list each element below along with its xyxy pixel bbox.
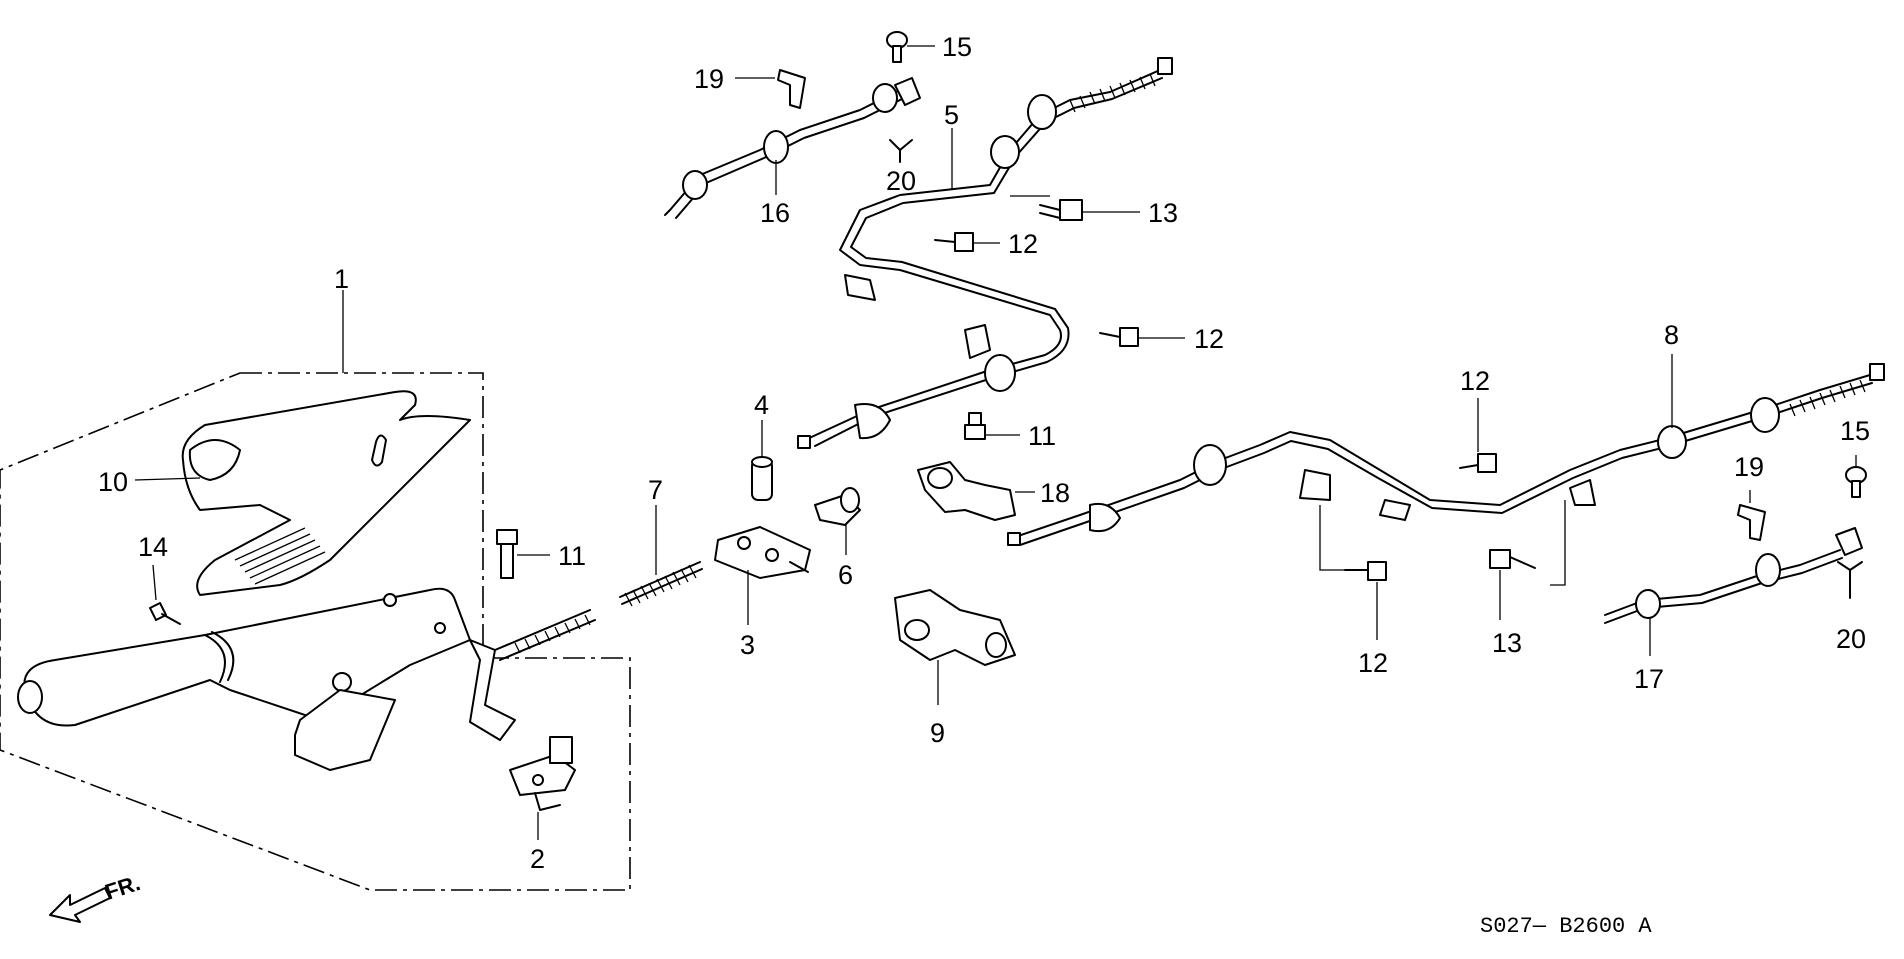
drawing-code: S027— B2600 A bbox=[1480, 914, 1652, 939]
bracket-9 bbox=[894, 589, 1016, 666]
bolt-13-lower bbox=[1489, 500, 1566, 586]
callout-19-left: 19 bbox=[694, 64, 724, 94]
callout-13-lower: 13 bbox=[1492, 628, 1522, 658]
callout-10: 10 bbox=[98, 467, 128, 497]
parking-brake-lever bbox=[17, 587, 596, 771]
equalizer-3 bbox=[714, 526, 811, 579]
bolt-14 bbox=[149, 602, 181, 625]
bolt-11-right bbox=[964, 412, 986, 440]
callout-12-middle: 12 bbox=[1194, 324, 1224, 354]
brake-cable-5 bbox=[797, 57, 1173, 449]
brake-switch-2 bbox=[509, 736, 576, 811]
spring-7 bbox=[619, 561, 703, 607]
callout-12-upper-right: 12 bbox=[1460, 366, 1490, 396]
lever-cover-boot bbox=[181, 390, 471, 596]
callout-1: 1 bbox=[334, 264, 349, 294]
callout-leader-10 bbox=[134, 477, 201, 481]
callout-5: 5 bbox=[944, 100, 959, 130]
pin-4 bbox=[751, 456, 773, 501]
callout-15-top: 15 bbox=[942, 32, 972, 62]
callout-8: 8 bbox=[1664, 320, 1679, 350]
bolt-15-top bbox=[886, 31, 908, 63]
callout-18: 18 bbox=[1040, 478, 1070, 508]
cotter-pin-20-right bbox=[1837, 561, 1863, 599]
callout-13-top: 13 bbox=[1148, 198, 1178, 228]
callout-3: 3 bbox=[740, 630, 755, 660]
rear-cable-17 bbox=[1604, 527, 1863, 624]
callout-15-right: 15 bbox=[1840, 416, 1870, 446]
clamp-18 bbox=[917, 461, 1016, 521]
clip-19-right bbox=[1737, 504, 1766, 541]
brake-cable-8 bbox=[1007, 363, 1885, 546]
callout-20-right: 20 bbox=[1836, 624, 1866, 654]
callout-19-right: 19 bbox=[1734, 452, 1764, 482]
callout-11-left: 11 bbox=[558, 541, 586, 571]
callout-20-top: 20 bbox=[886, 166, 916, 196]
bolt-12-top bbox=[934, 232, 974, 252]
cap-6 bbox=[814, 487, 861, 526]
bolt-11-left bbox=[496, 529, 518, 579]
callout-14: 14 bbox=[138, 532, 168, 562]
callout-11-right: 11 bbox=[1028, 421, 1056, 451]
bolt-12-middle bbox=[1099, 327, 1139, 347]
front-label: FR. bbox=[102, 870, 143, 905]
callout-12-lower: 12 bbox=[1358, 648, 1388, 678]
callout-2: 2 bbox=[530, 844, 545, 874]
callout-17: 17 bbox=[1634, 664, 1664, 694]
rear-cable-16 bbox=[664, 77, 921, 219]
callout-7: 7 bbox=[648, 475, 663, 505]
callout-6: 6 bbox=[838, 560, 853, 590]
callout-4: 4 bbox=[754, 390, 769, 420]
bolt-15-right bbox=[1845, 466, 1867, 498]
cotter-pin-20-top bbox=[889, 139, 913, 163]
bolt-12-upper-right bbox=[1459, 453, 1497, 473]
callout-9: 9 bbox=[930, 718, 945, 748]
callout-leader-14 bbox=[152, 564, 157, 601]
callout-16: 16 bbox=[760, 198, 790, 228]
bolt-12-lower bbox=[1319, 505, 1387, 581]
bolt-13-top bbox=[1039, 199, 1083, 221]
clip-19-left bbox=[777, 69, 806, 109]
callout-12-top: 12 bbox=[1008, 229, 1038, 259]
front-direction-arrow: FR. bbox=[49, 870, 143, 923]
